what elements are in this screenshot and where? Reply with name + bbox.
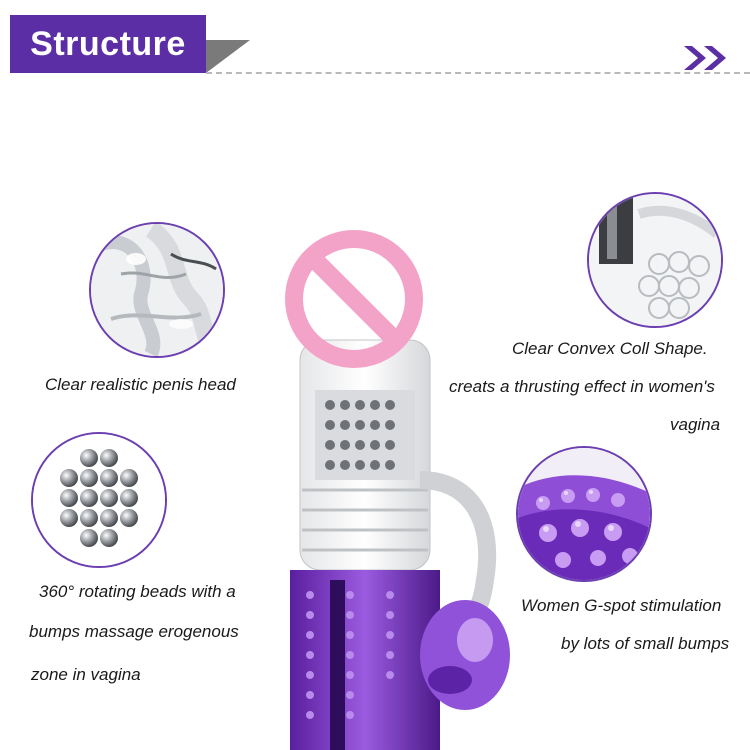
dashed-divider xyxy=(206,72,750,74)
steel-bead xyxy=(80,509,98,527)
caption-coil-line-2: creats a thrusting effect in women's xyxy=(449,377,715,396)
steel-bead xyxy=(120,509,138,527)
steel-bead xyxy=(80,449,98,467)
steel-bead xyxy=(120,469,138,487)
caption-gspot-line-2: by lots of small bumps xyxy=(561,634,730,653)
feature-image-coil xyxy=(587,192,723,328)
steel-bead xyxy=(80,489,98,507)
caption-beads-line-1: 360° rotating beads with a xyxy=(39,582,236,601)
caption-gspot-line-1: Women G-spot stimulation xyxy=(521,596,722,615)
steel-bead xyxy=(60,469,78,487)
caption-head-line-1: Clear realistic penis head xyxy=(45,375,236,394)
prohibition-icon xyxy=(285,230,423,368)
caption-coil-line-3: vagina xyxy=(670,415,721,434)
double-chevron-right-icon xyxy=(684,46,726,70)
steel-bead xyxy=(80,529,98,547)
caption-beads-line-2: bumps massage erogenous xyxy=(29,622,239,641)
caption-coil-line-1: Clear Convex Coll Shape. xyxy=(512,339,708,358)
feature-image-head xyxy=(89,222,225,358)
steel-bead xyxy=(100,529,118,547)
feature-image-gspot xyxy=(516,446,652,582)
steel-bead xyxy=(80,469,98,487)
steel-bead xyxy=(100,469,118,487)
feature-image-beads xyxy=(31,432,167,568)
steel-bead xyxy=(120,489,138,507)
caption-beads-line-3: zone in vagina xyxy=(31,665,141,684)
product-illustration xyxy=(290,339,510,750)
steel-bead xyxy=(100,449,118,467)
steel-bead xyxy=(100,489,118,507)
title-box: Structure xyxy=(10,15,206,73)
steel-bead xyxy=(60,489,78,507)
steel-bead xyxy=(100,509,118,527)
steel-bead xyxy=(60,509,78,527)
title-shadow xyxy=(206,40,250,73)
header-banner: Structure xyxy=(0,0,750,80)
page-title: Structure xyxy=(30,24,186,63)
